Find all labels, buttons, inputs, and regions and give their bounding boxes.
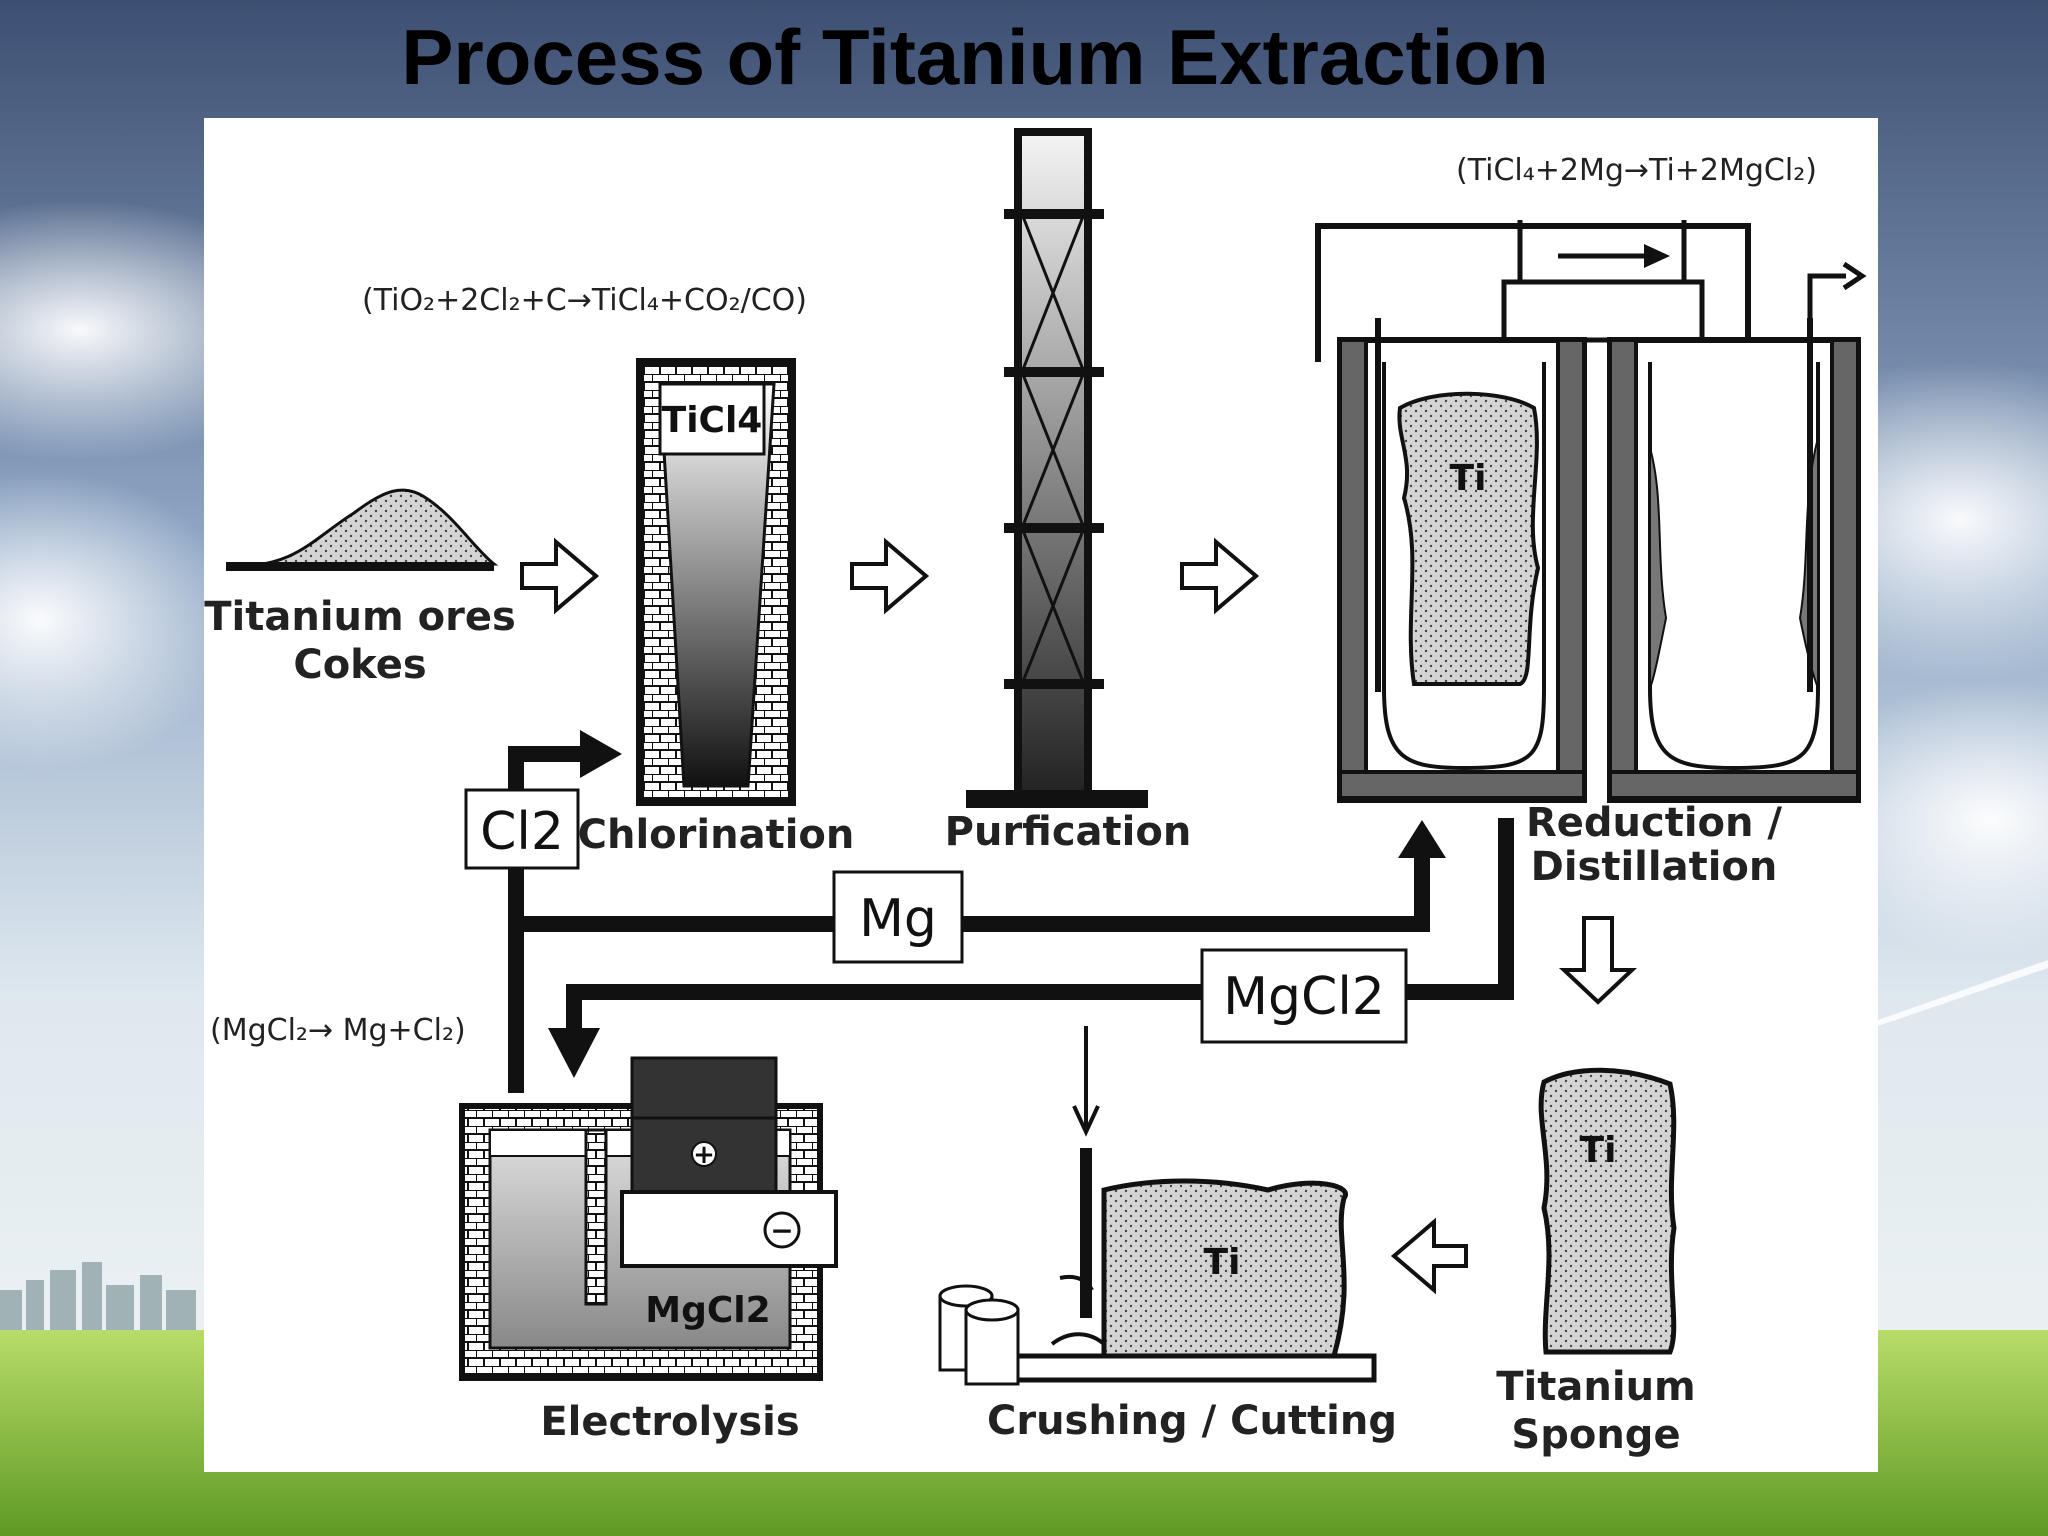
arrow-left-icon xyxy=(1390,1217,1468,1295)
sponge-label-sponge: Sponge xyxy=(1511,1412,1680,1458)
ti-crushing-tag: Ti xyxy=(1204,1242,1241,1283)
mgcl2-cell-tag: MgCl2 xyxy=(645,1290,770,1331)
titanium-sponge xyxy=(1538,1067,1677,1355)
cokes-label: Cokes xyxy=(293,642,426,688)
cl2-box xyxy=(464,788,580,870)
arrow-right-icon xyxy=(1180,537,1260,615)
city-skyline xyxy=(0,1262,196,1340)
purification-label: Purfication xyxy=(945,809,1192,855)
sponge-label-titanium: Titanium xyxy=(1496,1364,1695,1410)
reduction-label: Reduction / xyxy=(1526,800,1782,846)
diagram-panel: (TiO₂+2Cl₂+C→TiCl₄+CO₂/CO) (TiCl₄+2Mg→Ti… xyxy=(204,118,1878,1472)
mg-box xyxy=(832,870,964,964)
recycle-lines xyxy=(508,730,1514,1093)
ore-pile-icon xyxy=(226,488,499,571)
distillation-label: Distillation xyxy=(1531,844,1778,890)
arrow-down-icon xyxy=(1558,916,1638,1005)
slide-title: Process of Titanium Extraction xyxy=(401,13,1549,101)
titanium-process-diagram: (TiO₂+2Cl₂+C→TiCl₄+CO₂/CO) (TiCl₄+2Mg→Ti… xyxy=(204,128,1867,1458)
ores-label: Titanium ores xyxy=(204,594,516,640)
ticl4-tag: TiCl4 xyxy=(662,400,763,441)
purification-tower xyxy=(966,128,1148,808)
electrolysis-label: Electrolysis xyxy=(540,1399,799,1445)
cylinder-ingots-icon xyxy=(938,1284,1020,1386)
mgcl2-box xyxy=(1200,948,1408,1044)
reduction-reactor xyxy=(1315,220,1867,803)
chlorination-furnace xyxy=(636,358,796,806)
chlorination-equation: (TiO₂+2Cl₂+C→TiCl₄+CO₂/CO) xyxy=(362,283,807,318)
crushing-press xyxy=(1013,1026,1377,1383)
ti-sponge-tag: Ti xyxy=(1580,1130,1617,1171)
electrolysis-cell xyxy=(459,1056,838,1381)
ti-reactor-tag: Ti xyxy=(1450,458,1487,499)
electrolysis-equation: (MgCl₂→ Mg+Cl₂) xyxy=(210,1013,466,1048)
anode-plus-sign: + xyxy=(693,1140,715,1170)
chlorination-label: Chlorination xyxy=(578,812,855,858)
crushing-label: Crushing / Cutting xyxy=(987,1398,1397,1444)
cathode-minus-sign: − xyxy=(770,1214,793,1247)
arrow-right-icon xyxy=(520,537,600,615)
reduction-equation: (TiCl₄+2Mg→Ti+2MgCl₂) xyxy=(1456,153,1817,188)
cl2-box-label: Cl2 xyxy=(480,802,564,862)
mgcl2-box-label: MgCl2 xyxy=(1223,967,1385,1027)
mg-box-label: Mg xyxy=(859,889,937,949)
arrow-right-icon xyxy=(850,537,930,615)
